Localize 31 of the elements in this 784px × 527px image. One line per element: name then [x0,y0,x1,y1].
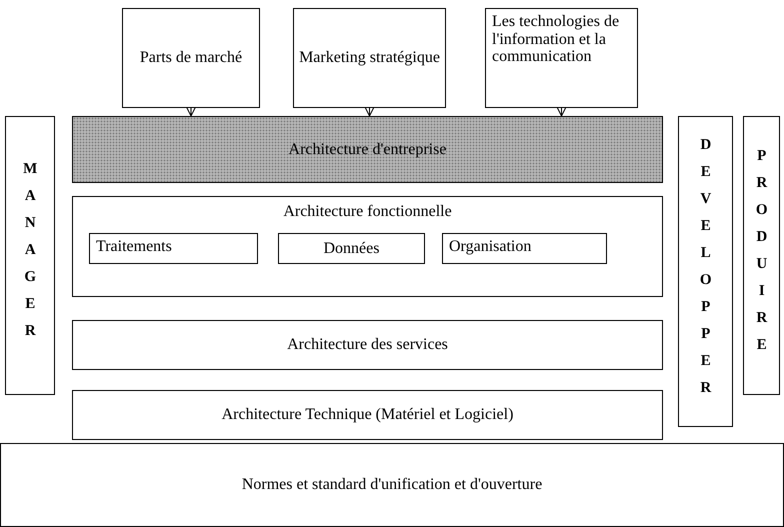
box-label: Normes et standard d'unification et d'ouverture [242,476,542,494]
layer-band [72,116,663,183]
box-label: Architecture Technique (Matériel et Logiciel) [222,406,514,424]
box-label: Parts de marché [140,49,242,67]
source-box [485,8,638,108]
box-label: Architecture des services [287,336,448,354]
layer-box [72,196,663,297]
base-box [0,443,784,527]
box-label: Architecture d'entreprise [288,140,446,158]
box-label: DEVELOPPER [697,136,714,406]
box-label: MANAGER [22,161,38,350]
component-box [442,233,607,264]
component-box [278,233,425,264]
component-box [89,233,258,264]
box-label: Les technologies de l'information et la communication [492,13,620,66]
box-label: Organisation [449,238,532,256]
vertical-band [743,116,780,395]
source-box [293,8,446,108]
layer-box [72,320,663,370]
box-label: Architecture fonctionnelle [283,203,452,221]
arrow [186,106,196,116]
arrow [556,106,567,116]
box-label: Traitements [96,238,172,256]
box-label: PRODUIRE [753,148,770,364]
vertical-band [5,116,55,395]
box-label: Marketing stratégique [299,49,440,67]
layer-box [72,390,663,440]
arrow [364,106,375,116]
box-label: Données [324,240,380,258]
vertical-band [678,116,733,427]
source-box [122,8,260,108]
